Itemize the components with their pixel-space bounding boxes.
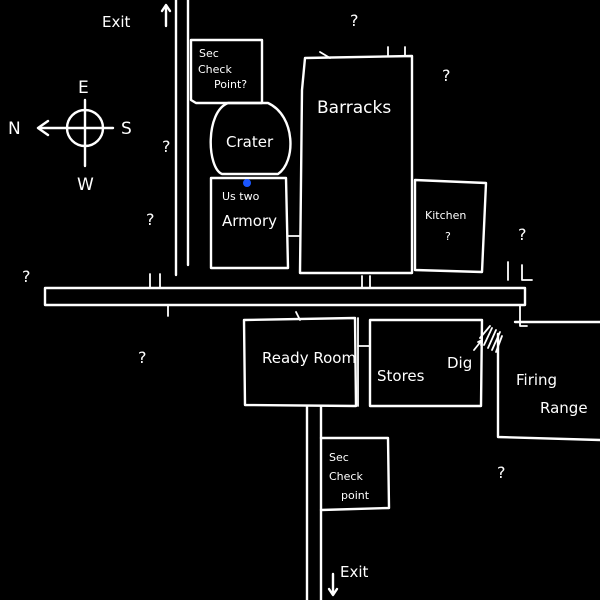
firing-range-label-2: Range (540, 399, 588, 417)
compass-south-label: S (121, 119, 132, 139)
armory-room: Armory Us two (209, 176, 301, 270)
unknown-mark: ? (146, 210, 155, 229)
kitchen-question: ? (445, 230, 451, 243)
firing-range-label-1: Firing (516, 371, 557, 389)
bottom-exit-corridor: Exit (305, 404, 369, 600)
sec-checkpoint-bottom-label-2: Check (329, 470, 363, 483)
sec-checkpoint-top-label-3: Point? (214, 78, 247, 91)
sec-checkpoint-bottom: Sec Check point (319, 436, 391, 512)
stores-room: Stores Dig (357, 317, 484, 408)
unknown-mark: ? (518, 225, 527, 244)
firing-range-room: Firing Range (496, 320, 600, 442)
unknown-mark: ? (350, 11, 359, 30)
unknown-mark: ? (22, 267, 31, 286)
location-marker-label: Us two (222, 190, 260, 203)
unknown-mark: ? (442, 66, 451, 85)
bottom-exit-label: Exit (340, 563, 369, 581)
main-hallway (43, 261, 533, 327)
compass-east-label: E (78, 78, 89, 98)
sec-checkpoint-top: Sec Check Point? (189, 38, 264, 105)
armory-label: Armory (222, 212, 277, 230)
unknown-mark: ? (497, 463, 506, 482)
unknown-mark: ? (138, 348, 147, 367)
top-exit-label: Exit (102, 13, 131, 31)
top-exit-corridor: Exit (102, 0, 190, 277)
sec-checkpoint-top-label-1: Sec (199, 47, 219, 60)
kitchen-label: Kitchen (425, 209, 466, 222)
location-marker-dot (243, 179, 251, 187)
compass-rose: E N S W (8, 78, 132, 195)
kitchen-room: Kitchen ? (413, 178, 488, 274)
sec-checkpoint-bottom-label-3: point (341, 489, 370, 502)
unknown-mark: ? (162, 137, 171, 156)
ready-room: Ready Room (242, 311, 358, 408)
crater-label: Crater (226, 133, 274, 151)
compass-north-label: N (8, 119, 21, 139)
dig-hatching (479, 325, 503, 353)
barracks-room: Barracks (298, 46, 414, 275)
sec-checkpoint-bottom-label-1: Sec (329, 451, 349, 464)
crater-room: Crater (209, 101, 292, 176)
compass-west-label: W (77, 175, 94, 195)
dig-label: Dig (447, 354, 472, 372)
sec-checkpoint-top-label-2: Check (198, 63, 232, 76)
ready-room-label: Ready Room (262, 349, 356, 367)
stores-label: Stores (377, 367, 425, 385)
barracks-label: Barracks (317, 98, 391, 118)
unknown-area-marks: ? ? ? ? ? ? ? ? (22, 11, 527, 482)
